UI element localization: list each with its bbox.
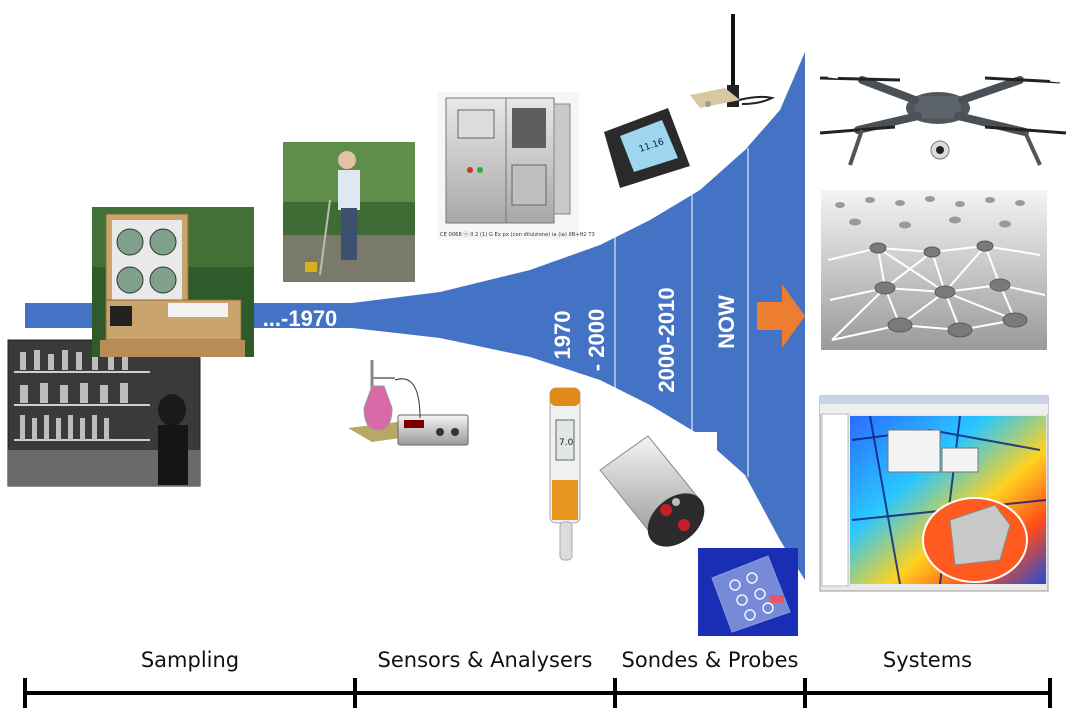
sonde-probe-photo [592, 432, 717, 550]
era-label-now: NOW [714, 295, 739, 349]
stage-label-sensors-analysers: Sensors & Analysers [377, 648, 593, 672]
progress-arrow-icon [757, 284, 805, 348]
growth-funnel [352, 52, 805, 580]
stage-label-sampling: Sampling [140, 648, 240, 672]
historic-lab-photo [7, 339, 201, 487]
sensor-network-graphic [821, 190, 1047, 350]
era-label-2000-2010: 2000-2010 [654, 287, 679, 392]
lab-meter-photo [348, 360, 469, 446]
gis-map-screenshot [819, 395, 1049, 592]
analyser-caption: CE 0068 ⓔ II 2 (1) G Ex px (con diluizio… [440, 230, 595, 238]
microchip-sensor-photo [698, 548, 798, 636]
svg-text:7.0: 7.0 [559, 438, 574, 448]
stage-label-systems: Systems [882, 648, 973, 672]
sampling-cabinet-photo [92, 207, 254, 357]
pen-probe-photo: 7.0 [549, 387, 581, 561]
stage-timeline [23, 678, 1052, 708]
field-sampling-photo [283, 142, 415, 282]
era-label-1970: ...-1970 [263, 306, 338, 331]
era-label-1970-2000-a: 1970 [550, 311, 575, 360]
antenna-device-photo [690, 14, 775, 108]
analyser-cabinet-photo: CE 0068 ⓔ II 2 (1) G Ex px (con diluizio… [438, 92, 595, 240]
drone-photo [819, 74, 1067, 166]
handheld-logger-photo: 11.16 [597, 105, 697, 190]
era-label-1970-2000-b: - 2000 [584, 309, 609, 371]
stage-label-sondes-probes: Sondes & Probes [621, 648, 799, 672]
